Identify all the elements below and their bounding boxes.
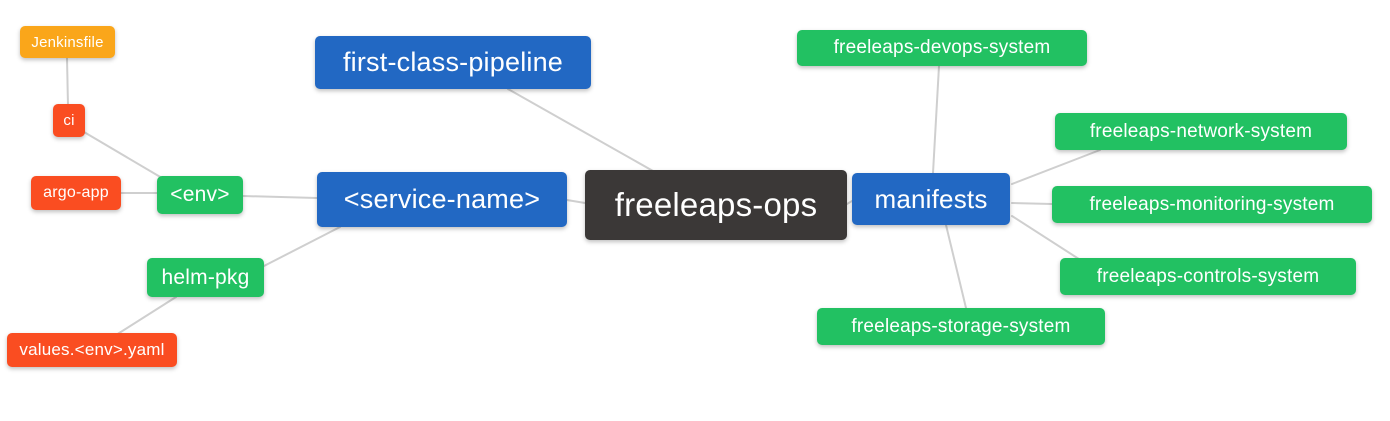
node-freeleaps-monitoring-system[interactable]: freeleaps-monitoring-system — [1052, 186, 1372, 223]
node-freeleaps-storage-system[interactable]: freeleaps-storage-system — [817, 308, 1105, 345]
edge-service-root — [566, 199, 586, 204]
edge-manifests-network — [1011, 149, 1101, 185]
node-first-class-pipeline[interactable]: first-class-pipeline — [315, 36, 591, 89]
edge-values-helm — [115, 296, 177, 336]
node-freeleaps-ops-root[interactable]: freeleaps-ops — [585, 170, 847, 240]
node-argo-app[interactable]: argo-app — [31, 176, 121, 210]
edge-root-manifests — [846, 200, 853, 205]
edge-pipeline-root — [507, 88, 654, 172]
node-freeleaps-devops-system[interactable]: freeleaps-devops-system — [797, 30, 1087, 66]
node-freeleaps-controls-system[interactable]: freeleaps-controls-system — [1060, 258, 1356, 295]
node-env[interactable]: <env> — [157, 176, 243, 214]
edge-manifests-devops — [932, 65, 940, 174]
edge-manifests-storage — [945, 224, 967, 309]
node-freeleaps-network-system[interactable]: freeleaps-network-system — [1055, 113, 1347, 150]
edge-manifests-monitoring — [1011, 202, 1053, 205]
node-values-env-yaml[interactable]: values.<env>.yaml — [7, 333, 177, 367]
node-ci[interactable]: ci — [53, 104, 85, 137]
edge-helm-service — [261, 226, 341, 268]
node-service-name[interactable]: <service-name> — [317, 172, 567, 227]
edge-ci-env — [83, 131, 163, 179]
node-helm-pkg[interactable]: helm-pkg — [147, 258, 264, 297]
node-manifests[interactable]: manifests — [852, 173, 1010, 225]
edge-manifests-controls — [1011, 215, 1083, 262]
edge-env-service — [242, 195, 318, 199]
node-jenkinsfile[interactable]: Jenkinsfile — [20, 26, 115, 58]
edge-jenkinsfile-ci — [66, 57, 69, 107]
